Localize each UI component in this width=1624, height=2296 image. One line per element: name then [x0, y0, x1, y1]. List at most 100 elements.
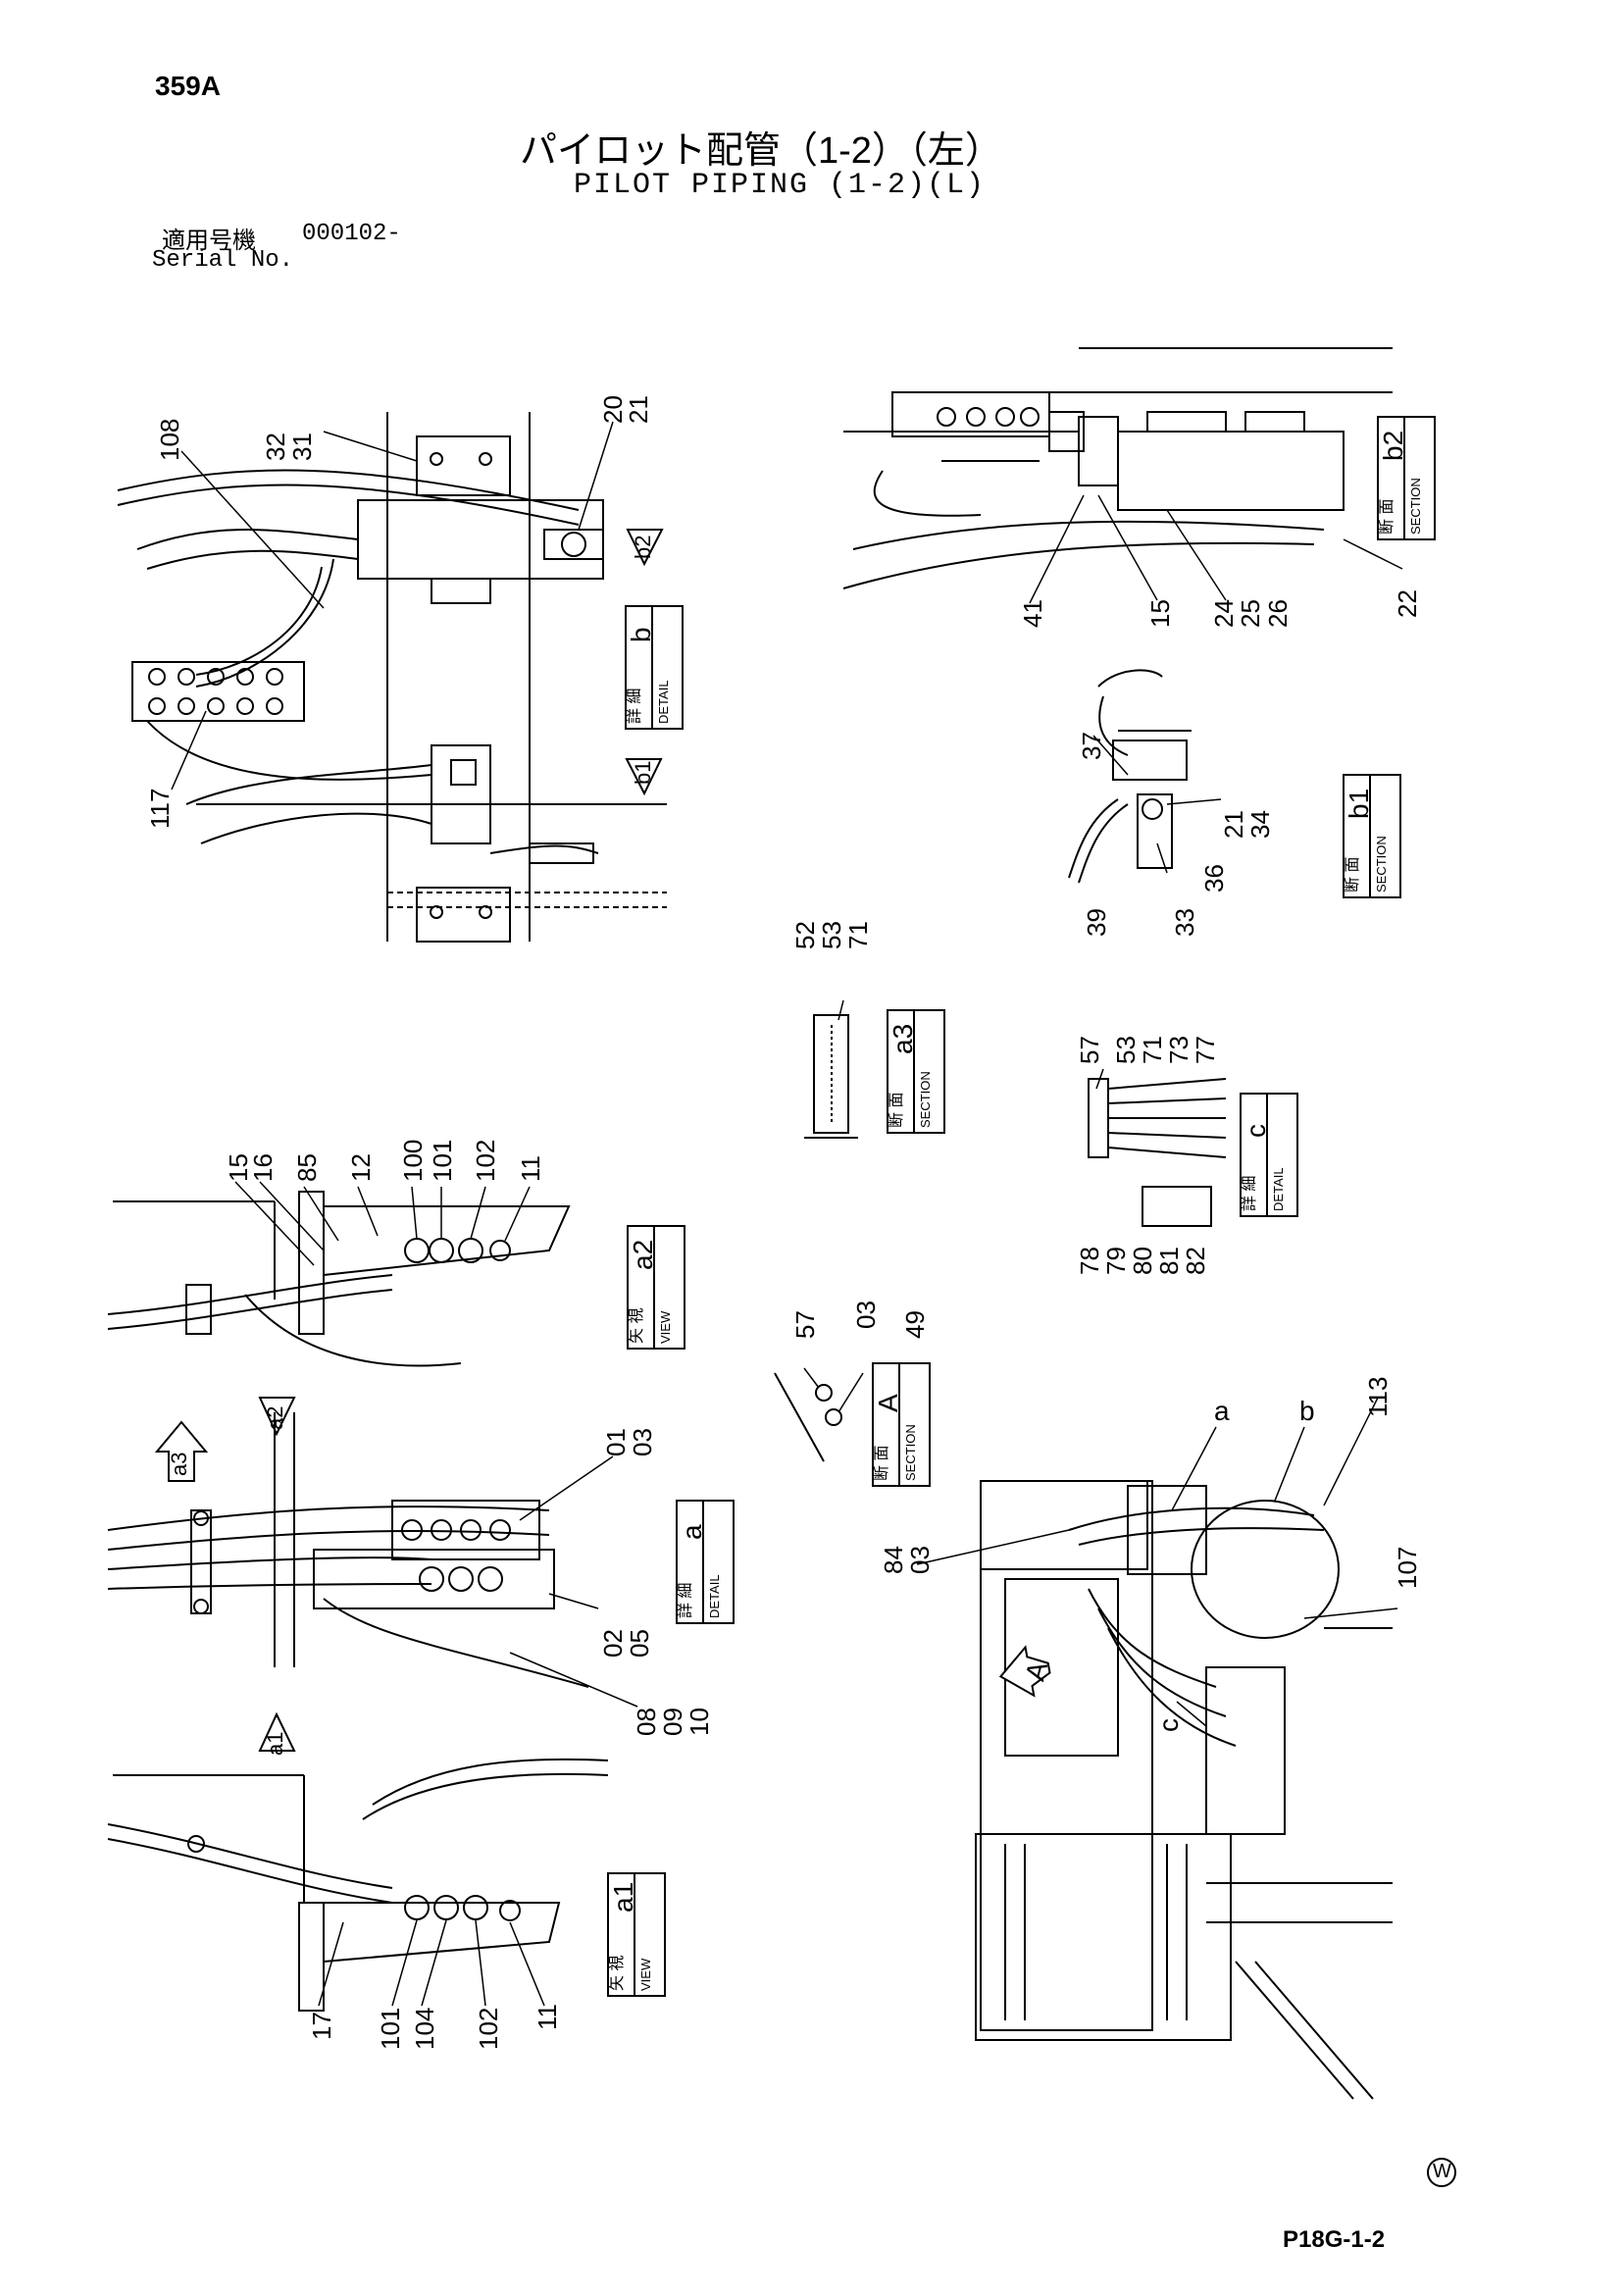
callout-41: 41	[1018, 599, 1047, 628]
callout-57-c: 57	[1075, 1036, 1104, 1064]
callout-102-a2: 102	[471, 1139, 500, 1182]
callout-11-a2: 11	[516, 1155, 545, 1182]
callout-84: 84	[879, 1546, 908, 1574]
callout-101-a2: 101	[428, 1139, 457, 1182]
callout-26: 26	[1263, 599, 1293, 628]
arrow-label-b2: b2	[631, 535, 655, 559]
view-a2-jp: 矢 視	[629, 1307, 645, 1344]
detail-a-letter: a	[677, 1524, 707, 1540]
section-A-drawing	[774, 1362, 931, 1487]
detail-a-en: DETAIL	[707, 1574, 722, 1618]
section-b1-drawing	[1068, 669, 1401, 898]
callout-20: 20	[598, 395, 628, 424]
section-A-jp: 断 面	[874, 1445, 890, 1481]
callout-108: 108	[155, 418, 184, 461]
section-b1-jp: 断 面	[1345, 856, 1361, 893]
arrow-label-b1: b1	[631, 760, 655, 785]
callout-01: 01	[601, 1428, 631, 1456]
detail-b-letter: b	[626, 627, 656, 642]
callout-17: 17	[307, 2012, 336, 2040]
callout-100: 100	[398, 1139, 428, 1182]
section-b2-letter: b2	[1378, 430, 1408, 461]
callout-49: 49	[900, 1310, 930, 1339]
callout-101-a1: 101	[376, 2007, 405, 2050]
view-a1-drawing	[107, 1758, 666, 2012]
detail-b-en: DETAIL	[656, 680, 671, 724]
callout-107: 107	[1393, 1546, 1422, 1589]
arrow-label-a1: a1	[263, 1731, 287, 1756]
callout-03-A: 03	[851, 1301, 881, 1329]
callout-10: 10	[685, 1708, 714, 1736]
callout-53: 53	[817, 921, 846, 949]
callout-52: 52	[790, 921, 820, 949]
serial-label-english: Serial No.	[152, 247, 294, 274]
callout-03-main: 03	[905, 1546, 935, 1574]
section-b1-en: SECTION	[1374, 836, 1389, 893]
callout-22: 22	[1393, 589, 1422, 618]
detail-b-drawing	[117, 412, 684, 943]
section-b1-letter: b1	[1344, 788, 1374, 819]
main-letter-b: b	[1299, 1396, 1315, 1426]
section-A-letter: A	[873, 1394, 903, 1412]
callout-104: 104	[410, 2007, 439, 2050]
section-a3-letter: a3	[888, 1023, 918, 1054]
section-a3-jp: 断 面	[888, 1092, 905, 1128]
callout-24: 24	[1209, 599, 1239, 628]
callout-77-c: 77	[1191, 1036, 1220, 1064]
callout-57-A: 57	[790, 1310, 820, 1339]
view-a2-letter: a2	[628, 1239, 658, 1270]
detail-c-letter: c	[1241, 1124, 1271, 1138]
view-a2-drawing	[107, 1181, 685, 1437]
title-english: PILOT PIPING (1-2)(L)	[574, 169, 987, 202]
arrow-label-a2: a2	[263, 1405, 287, 1430]
main-letter-a: a	[1214, 1396, 1230, 1426]
callout-05: 05	[625, 1629, 654, 1658]
callout-85: 85	[292, 1153, 322, 1182]
callout-39: 39	[1082, 908, 1111, 937]
serial-value: 000102-	[302, 221, 401, 247]
detail-c-drawing	[1088, 1068, 1298, 1227]
section-A-en: SECTION	[903, 1424, 918, 1481]
callout-102-a1: 102	[474, 2007, 503, 2050]
callout-113: 113	[1363, 1376, 1393, 1417]
callout-34: 34	[1245, 810, 1275, 839]
section-b2-jp: 断 面	[1379, 498, 1396, 535]
detail-a-drawing	[107, 1412, 735, 1752]
main-view-drawing	[916, 1397, 1398, 2100]
drawing-code: P18G-1-2	[1283, 2226, 1386, 2253]
callout-82: 82	[1181, 1247, 1210, 1275]
callout-02: 02	[598, 1629, 628, 1658]
section-b2-en: SECTION	[1408, 478, 1423, 535]
callout-80: 80	[1128, 1247, 1157, 1275]
title-japanese: パイロット配管（1-2）（左）	[520, 130, 1002, 172]
callout-78: 78	[1075, 1247, 1104, 1275]
callout-36: 36	[1199, 864, 1229, 893]
callout-09: 09	[658, 1708, 687, 1736]
callout-73-c: 73	[1164, 1036, 1193, 1064]
callout-03-a: 03	[628, 1428, 657, 1456]
section-a3-drawing	[804, 999, 945, 1139]
section-a3-en: SECTION	[918, 1071, 933, 1128]
callout-08: 08	[632, 1708, 661, 1736]
callout-79: 79	[1101, 1247, 1131, 1275]
callout-21: 21	[624, 395, 653, 424]
detail-c-jp: 詳 細	[1242, 1175, 1258, 1211]
callout-32: 32	[261, 433, 290, 461]
callout-53-c: 53	[1111, 1036, 1141, 1064]
callout-25: 25	[1236, 599, 1265, 628]
callout-12: 12	[346, 1153, 376, 1182]
view-a1-letter: a1	[608, 1881, 638, 1913]
callout-11-a1: 11	[533, 2004, 562, 2030]
main-letter-c: c	[1153, 1718, 1184, 1732]
page-number: 359A	[155, 71, 221, 101]
callout-37: 37	[1077, 732, 1106, 760]
view-a1-en: VIEW	[638, 1958, 653, 1991]
callout-117: 117	[145, 788, 175, 829]
detail-b-jp: 詳 細	[627, 688, 643, 724]
view-a1-jp: 矢 視	[609, 1955, 626, 1991]
callout-33: 33	[1170, 908, 1199, 937]
callout-71-c: 71	[1138, 1036, 1167, 1064]
arrow-label-a3: a3	[167, 1452, 191, 1476]
